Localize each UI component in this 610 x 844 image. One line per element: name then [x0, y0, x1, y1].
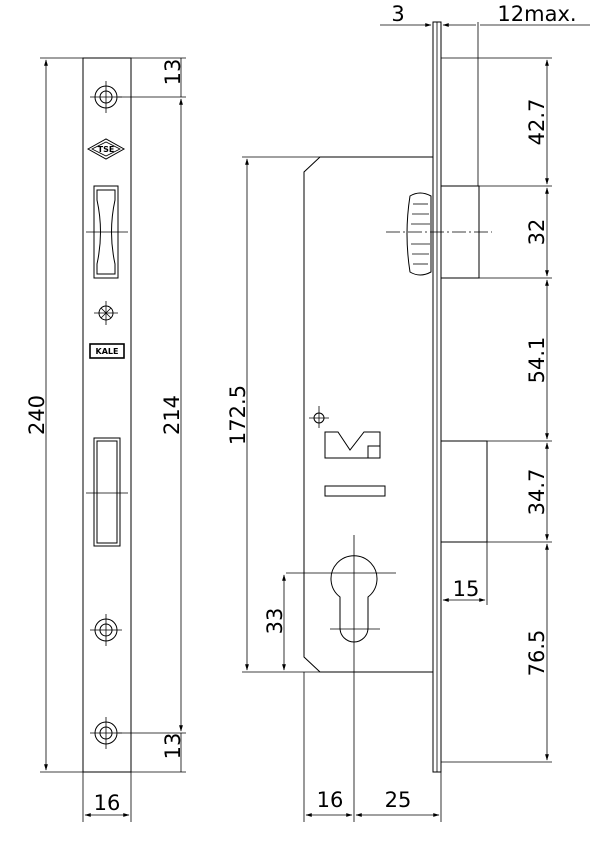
cylinder-keyhole [286, 535, 396, 680]
dim-42-7-label: 42.7 [525, 99, 549, 146]
lock-side-view [286, 21, 492, 773]
dimension-13-top: 13 [131, 57, 186, 97]
dim-33-label: 33 [263, 608, 287, 635]
dimension-214: 214 [118, 96, 186, 734]
svg-text:TSE: TSE [98, 145, 115, 154]
dim-172-5-label: 172.5 [226, 385, 250, 445]
dimension-240: 240 [25, 57, 83, 773]
lower-screw-hole [90, 614, 122, 646]
dimension-16-25: 16 25 [303, 672, 442, 822]
dimension-3-and-12max: 3 12max. [380, 2, 590, 186]
dim-16-faceplate-label: 16 [94, 791, 121, 815]
dimension-172-5: 172.5 [226, 156, 320, 673]
svg-text:KALE: KALE [96, 347, 119, 356]
faceplate-outline [82, 57, 132, 773]
dimension-16-faceplate: 16 [82, 772, 132, 822]
dim-34-7-label: 34.7 [525, 469, 549, 516]
lock-case-body [303, 156, 433, 673]
latch-bolt [386, 185, 492, 279]
dim-13-bottom-label: 13 [161, 733, 185, 760]
dim-13-top-label: 13 [161, 59, 185, 86]
faceplate-front-view: TSE KALE [82, 57, 132, 773]
bolt-slot [324, 485, 386, 497]
dimension-15: 15 [442, 542, 488, 605]
latch-opening [86, 185, 128, 279]
bolt-opening [86, 437, 128, 547]
follower-mechanism [309, 406, 381, 459]
small-screw [94, 301, 118, 325]
dim-32-label: 32 [525, 219, 549, 246]
dimension-13-bottom: 13 [131, 733, 186, 773]
dim-54-1-label: 54.1 [525, 337, 549, 384]
dim-240-label: 240 [25, 395, 49, 435]
top-screw-hole [90, 81, 122, 113]
dim-16-bottom-label: 16 [317, 788, 344, 812]
dim-76-5-label: 76.5 [525, 630, 549, 677]
dim-15-label: 15 [453, 577, 480, 601]
dimension-33: 33 [263, 574, 287, 671]
dim-3-label: 3 [391, 2, 404, 26]
dim-12max-label: 12max. [497, 2, 576, 26]
tse-logo: TSE [86, 138, 126, 160]
dim-25-label: 25 [385, 788, 412, 812]
dim-214-label: 214 [160, 395, 184, 435]
right-dimension-chain: 42.7 32 54.1 34.7 76.5 [441, 57, 552, 763]
kale-logo: KALE [89, 343, 125, 359]
bottom-screw-hole [90, 717, 122, 749]
dead-bolt [440, 440, 488, 543]
